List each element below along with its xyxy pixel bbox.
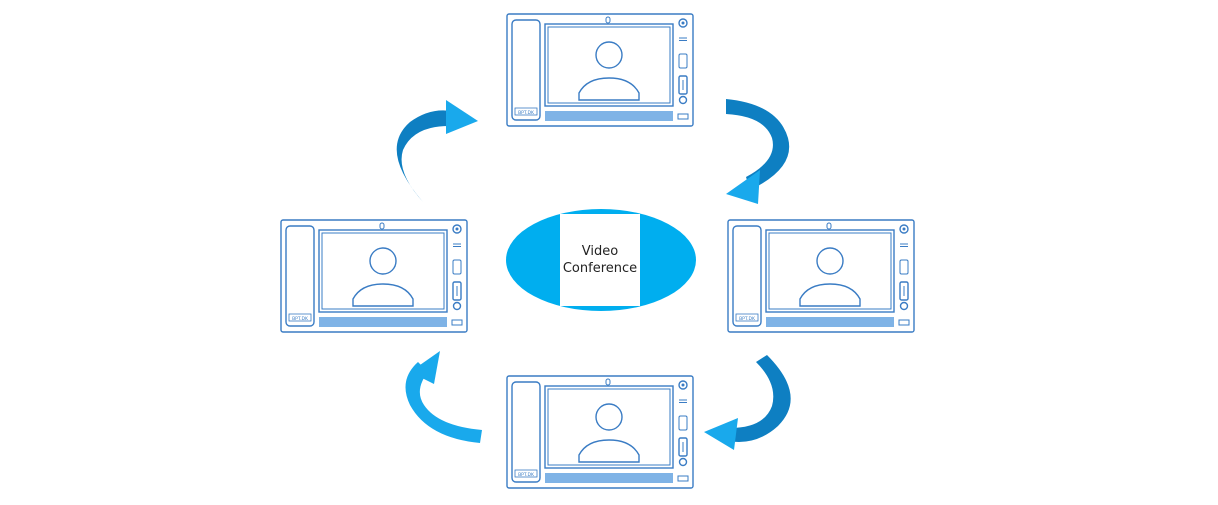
arrow-bottom-right (704, 355, 791, 450)
label-line-1: Video (581, 244, 619, 259)
monitor-top (506, 13, 694, 127)
monitor-left (280, 219, 468, 333)
arrow-top-right (726, 99, 790, 204)
video-conference-label: Video Conference (560, 214, 640, 306)
arrow-bottom-left (405, 351, 482, 443)
label-line-2: Conference (562, 261, 638, 276)
arrow-top-left (396, 100, 478, 202)
monitor-right (727, 219, 915, 333)
monitor-bottom (506, 375, 694, 489)
